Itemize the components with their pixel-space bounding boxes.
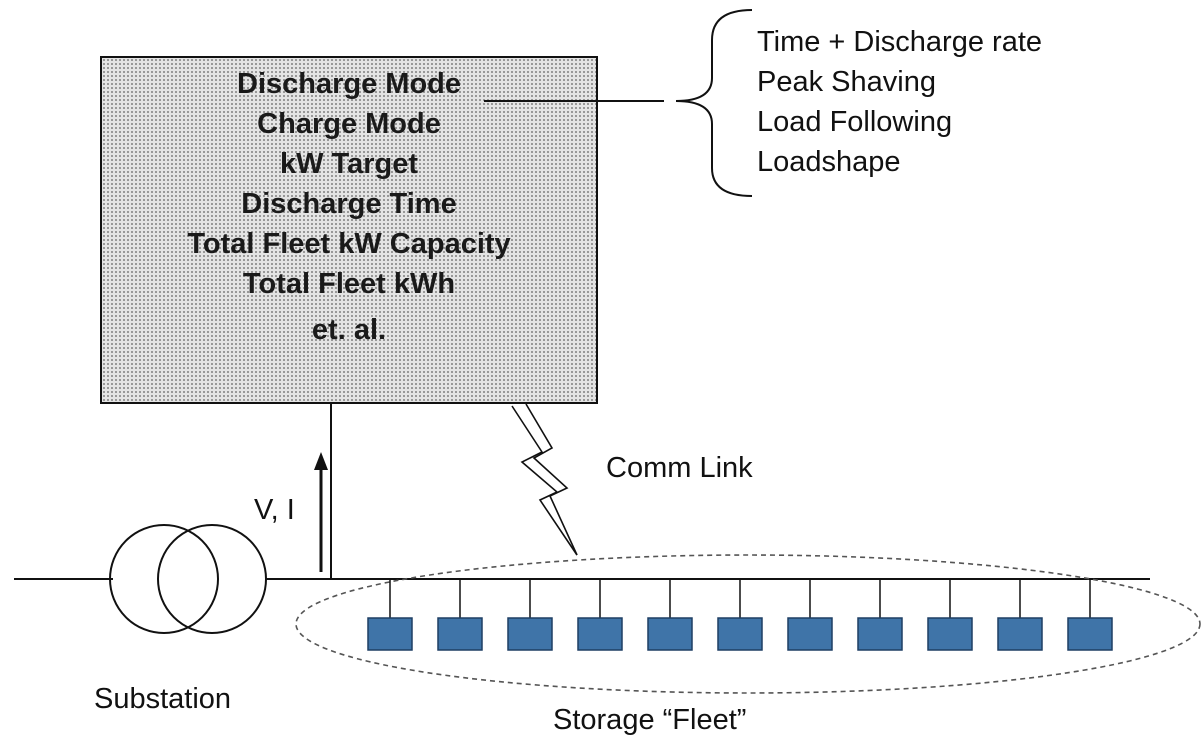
storage-unit <box>927 617 973 651</box>
param-discharge-mode: Discharge Mode <box>237 68 461 100</box>
storage-unit <box>367 617 413 651</box>
param-et-al: et. al. <box>311 314 387 346</box>
transformer-winding-right <box>157 524 267 634</box>
param-discharge-time: Discharge Time <box>241 188 457 220</box>
fleet-boundary <box>295 554 1201 694</box>
param-kw-target: kW Target <box>279 148 419 180</box>
storage-unit <box>997 617 1043 651</box>
transformer-winding-left <box>109 524 219 634</box>
vi-arrow-head <box>314 452 328 470</box>
lightning-left-edge <box>511 405 578 556</box>
mode-peak-shaving: Peak Shaving <box>757 66 936 98</box>
controller-box: Discharge Mode Charge Mode kW Target Dis… <box>100 56 598 404</box>
lightning-right-edge <box>525 403 578 556</box>
storage-unit <box>857 617 903 651</box>
substation-label: Substation <box>94 683 232 715</box>
storage-unit <box>647 617 693 651</box>
mode-brace <box>675 9 753 197</box>
param-fleet-kwh: Total Fleet kWh <box>242 268 456 300</box>
comm-link-label: Comm Link <box>606 452 753 484</box>
storage-unit <box>717 617 763 651</box>
mode-loadshape: Loadshape <box>757 146 901 178</box>
param-charge-mode: Charge Mode <box>257 108 441 140</box>
discharge-mode-list: Time + Discharge rate Peak Shaving Load … <box>757 22 1042 182</box>
vi-label: V, I <box>254 494 295 526</box>
param-fleet-kw-capacity: Total Fleet kW Capacity <box>187 228 511 260</box>
mode-time-discharge-rate: Time + Discharge rate <box>757 26 1043 58</box>
storage-unit <box>787 617 833 651</box>
storage-unit <box>577 617 623 651</box>
storage-unit <box>507 617 553 651</box>
mode-load-following: Load Following <box>757 106 953 138</box>
storage-unit <box>437 617 483 651</box>
storage-unit <box>1067 617 1113 651</box>
storage-fleet-label: Storage “Fleet” <box>553 704 747 736</box>
storage-units <box>367 579 1113 651</box>
